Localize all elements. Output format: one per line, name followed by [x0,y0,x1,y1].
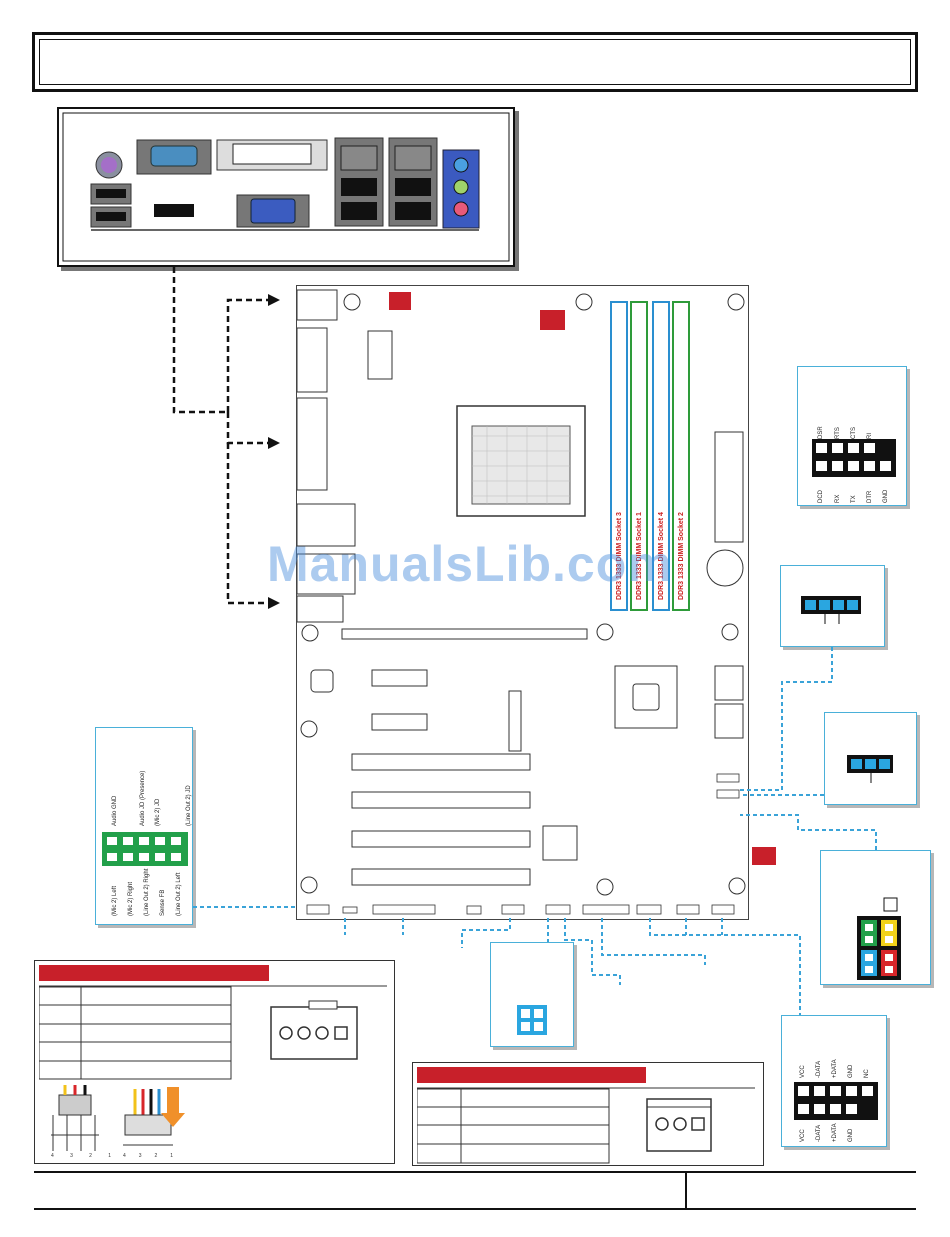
three-pin-table-header-bar [417,1067,646,1083]
watermark: ManualsLib.com [267,536,673,592]
hdmi-port-icon [154,204,194,217]
com-pin-grid [812,439,896,477]
fan-4pin-numbers: 4 3 2 1 [123,1153,173,1159]
front-panel-grid [857,897,901,980]
fan-pin-number: 2 [154,1153,158,1159]
rear-io-panel [57,107,515,267]
jumper-4pin-box [780,565,885,647]
fan-table-header-bar [39,965,269,981]
com-header-box: DSR RTS CTS RI DCD RX TX DTR GND [797,366,907,506]
dimm-slot-3 [610,301,628,611]
audio-header-box: Audio GND Audio JD (Presence) (Mic 2) JD… [95,727,193,925]
usb-pin-grid [794,1082,878,1120]
fan-pin-number: 4 [51,1153,54,1159]
fan-header-marker [389,292,411,310]
fan-pin-number: 1 [170,1153,173,1159]
title-inner [39,39,911,85]
dimm-slot-1 [630,301,648,611]
fan-pin-number: 4 [123,1153,126,1159]
pci-slot [351,753,531,771]
atx-24pin [714,431,744,543]
footer-divider [685,1171,687,1209]
front-panel-box [820,850,931,985]
footer-bottom-rule [34,1208,916,1210]
fan-pin-number: 1 [108,1153,111,1159]
jumper-3pin-box [824,712,917,805]
dimm-slot-2 [672,301,690,611]
title-frame [32,32,918,92]
fan-3pin-icon [51,1085,99,1151]
fan-connector-panel: 4 3 2 1 4 3 2 1 [34,960,395,1164]
dimm-slot-4 [652,301,670,611]
fan-pin-number: 2 [89,1153,92,1159]
motherboard-drawing [296,289,777,915]
three-pin-connector-panel [412,1062,764,1166]
pci-slot [351,868,531,886]
fan-3pin-numbers: 4 3 2 1 [51,1153,111,1159]
pcie-x16-slot [341,628,588,640]
fan-pin-number: 3 [70,1153,73,1159]
rear-io-drawing [62,112,510,262]
pci-slot [351,830,531,848]
footer-top-rule [34,1171,916,1173]
usb-header-box: VCC -DATA +DATA GND NC VCC -DATA +DATA G… [781,1015,887,1147]
fan-table-drawing [39,985,387,1151]
jumper-2x2-box [490,942,574,1047]
three-pin-table-drawing [417,1087,755,1164]
fan-header-marker [540,310,565,330]
battery [706,549,744,587]
io-connector-lines [172,267,280,609]
pci-slot [351,791,531,809]
fan-4pin-icon [123,1087,185,1146]
fan-header-marker [752,847,776,865]
motherboard-layout: DDR3 1333 DIMM Socket 3 DDR3 1333 DIMM S… [296,285,777,920]
fan-pin-number: 3 [138,1153,142,1159]
audio-pin-grid [102,832,188,866]
